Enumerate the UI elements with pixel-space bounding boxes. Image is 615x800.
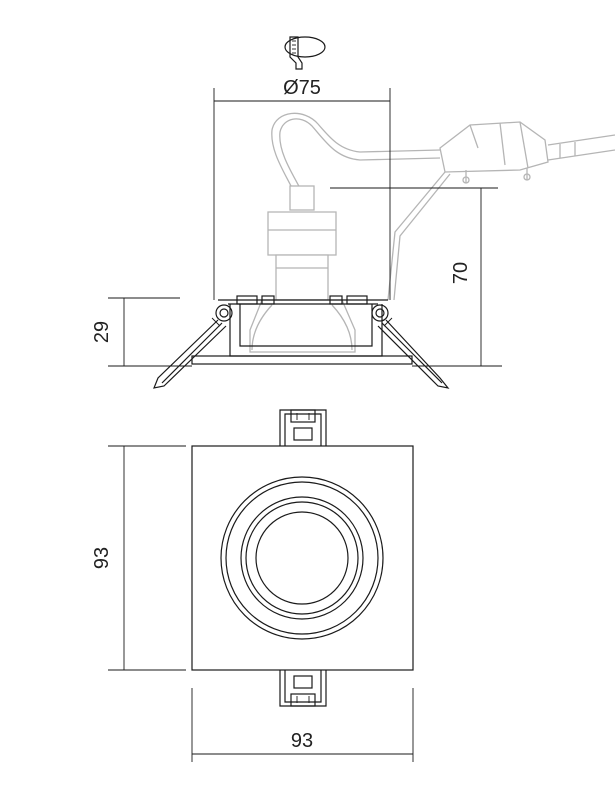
spring-clip-left bbox=[153, 304, 233, 389]
square-frame bbox=[191, 445, 414, 671]
spring-clip-right bbox=[371, 304, 450, 389]
dimension-frame-width: 93 bbox=[191, 688, 414, 762]
spring-tab-bottom bbox=[279, 670, 327, 707]
spring-tab-top bbox=[279, 409, 327, 446]
lamp-holder-ghost bbox=[249, 112, 615, 353]
frame-height-label: 29 bbox=[91, 321, 113, 343]
dimension-cutout-diameter: Ø75 bbox=[213, 77, 391, 300]
dimension-frame-side: 93 bbox=[91, 445, 186, 671]
frame-width-label: 93 bbox=[291, 730, 313, 752]
hole-saw-icon bbox=[284, 36, 326, 70]
frame-side-label: 93 bbox=[91, 547, 113, 569]
cutout-diameter-label: Ø75 bbox=[283, 77, 321, 99]
recess-depth-label: 70 bbox=[450, 262, 472, 284]
front-view: 93 93 bbox=[91, 409, 414, 762]
dimension-frame-height: 29 bbox=[91, 297, 192, 367]
side-view: Ø75 70 29 bbox=[91, 77, 615, 389]
lamp-rings bbox=[220, 476, 384, 640]
dimension-recess-depth: 70 bbox=[330, 187, 502, 367]
